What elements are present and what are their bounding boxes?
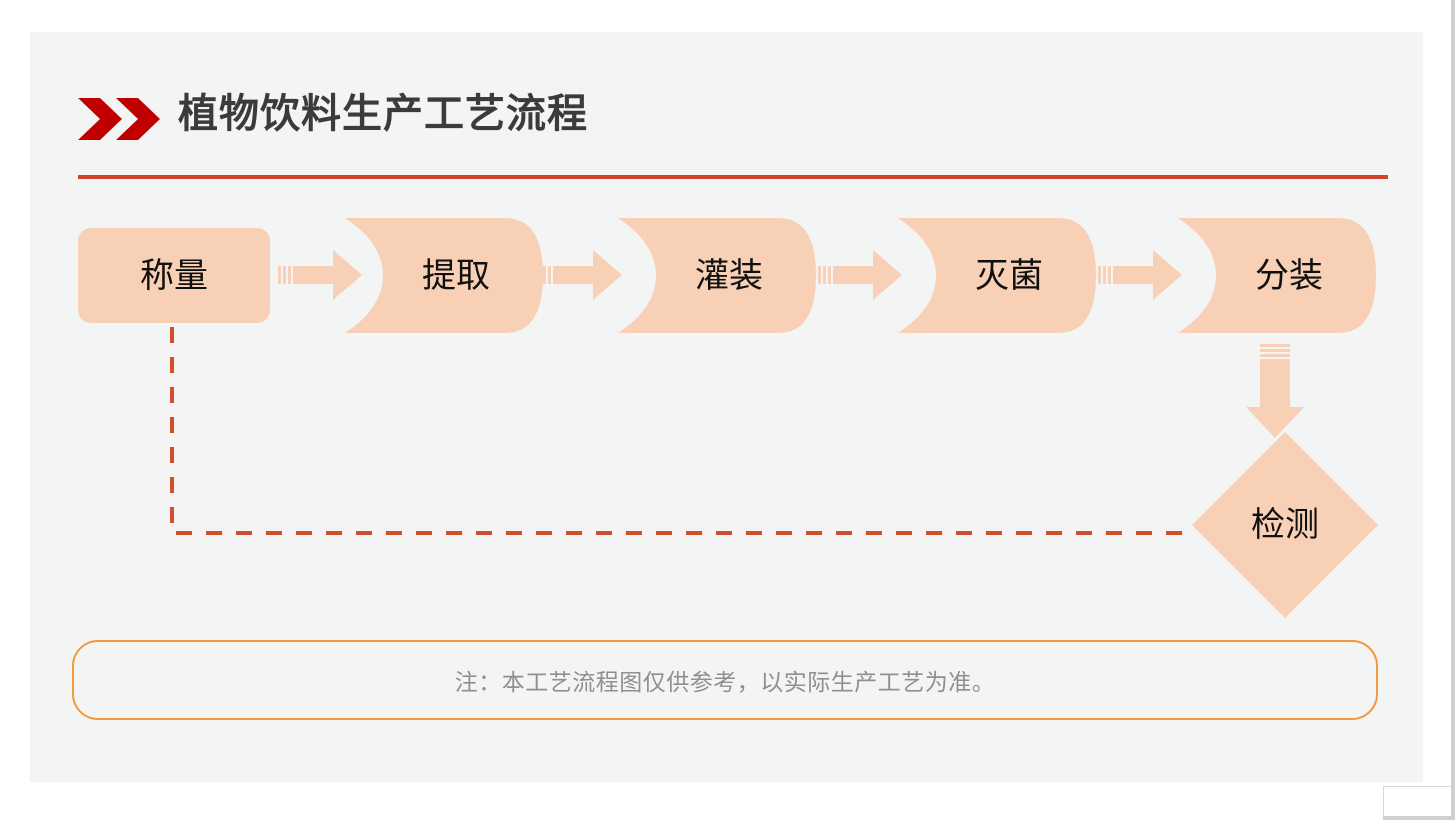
title-chevron-group: [78, 96, 170, 142]
process-node-inspection[interactable]: 检测: [1192, 432, 1378, 618]
rounded-rect-shape: [78, 228, 270, 323]
chevron-flag-shape: [898, 218, 1096, 333]
process-node-label: 灌装: [695, 256, 763, 295]
process-node-sterilize[interactable]: 灭菌: [898, 218, 1096, 333]
chevron-right-icon: [78, 96, 124, 142]
process-node-filling[interactable]: 灌装: [618, 218, 816, 333]
process-node-weighing[interactable]: 称量: [78, 228, 270, 323]
chevron-right-icon: [116, 96, 162, 142]
page-title: 植物饮料生产工艺流程: [178, 92, 588, 136]
diamond-shape: [1192, 432, 1378, 618]
process-node-extraction[interactable]: 提取: [345, 218, 543, 333]
connector-arrow-right: [818, 244, 904, 306]
scrollbar-corner: [1383, 816, 1451, 820]
chevron-flag-shape: [345, 218, 543, 333]
connector-arrow-right: [1098, 244, 1184, 306]
process-node-label: 提取: [422, 256, 490, 295]
footer-note-box: 注：本工艺流程图仅供参考，以实际生产工艺为准。: [72, 640, 1378, 720]
slide-canvas: 植物饮料生产工艺流程 称量: [30, 32, 1423, 782]
slide-header: 植物饮料生产工艺流程: [78, 62, 1388, 182]
process-node-label: 检测: [1251, 506, 1319, 544]
process-node-label: 灭菌: [975, 256, 1043, 295]
vertical-scrollbar[interactable]: [1451, 0, 1455, 820]
process-flow: 称量 提取: [30, 32, 1423, 782]
chevron-flag-shape: [618, 218, 816, 333]
scrollbar-thumb-box[interactable]: [1383, 786, 1451, 816]
title-divider: [78, 175, 1388, 179]
process-node-subpacking[interactable]: 分装: [1178, 218, 1376, 333]
process-node-label: 分装: [1255, 256, 1323, 295]
footer-note-text: 注：本工艺流程图仅供参考，以实际生产工艺为准。: [454, 669, 996, 695]
process-node-label: 称量: [140, 256, 208, 295]
chevron-flag-end-shape: [1178, 218, 1376, 333]
connector-arrow-right: [278, 244, 364, 306]
connector-arrow-right: [538, 244, 624, 306]
connector-arrow-down: [1244, 344, 1306, 440]
